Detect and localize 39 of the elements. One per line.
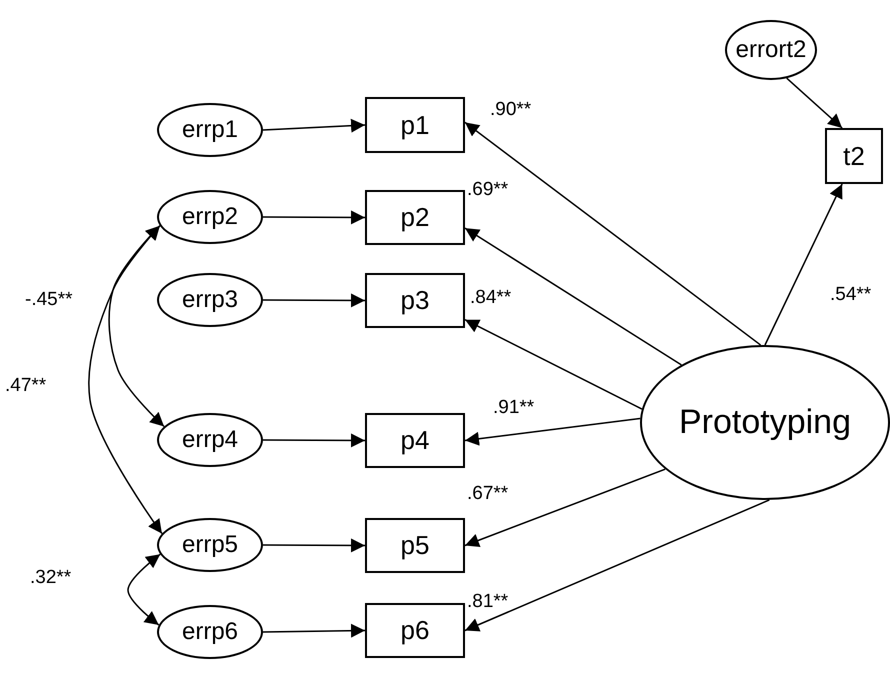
observed-variable-box (825, 128, 883, 184)
arrow (464, 228, 682, 366)
variable-name: p2 (400, 202, 430, 233)
variable-name: p6 (400, 615, 430, 646)
observed-variable-box (365, 603, 465, 658)
arrow (464, 499, 770, 632)
arrow (127, 554, 161, 626)
arrow (108, 225, 165, 428)
arrow (262, 624, 366, 638)
arrow (464, 319, 642, 410)
arrow (464, 122, 762, 346)
variable-name: Prototyping (679, 403, 851, 442)
observed-variable-box (365, 518, 465, 573)
variable-name: errp2 (182, 203, 238, 231)
observed-variable-box (365, 190, 465, 245)
arrow (464, 468, 666, 548)
variable-name: p5 (400, 530, 430, 561)
arrow (786, 78, 843, 129)
arrow (262, 118, 366, 133)
arrow (263, 433, 365, 448)
variable-name: errp6 (182, 618, 238, 646)
variable-name: errp5 (182, 531, 238, 559)
arrow (88, 225, 163, 534)
variable-name: errp4 (182, 426, 238, 454)
variable-name: t2 (843, 140, 865, 172)
variable-name: p3 (400, 285, 430, 316)
arrow (263, 293, 365, 308)
variable-name: p4 (400, 425, 430, 456)
variable-name: errp3 (182, 286, 238, 314)
observed-variable-box (365, 273, 465, 328)
arrow (263, 210, 365, 224)
variable-name: errp1 (182, 116, 238, 144)
observed-variable-box (365, 97, 465, 153)
variable-name: p1 (400, 110, 430, 140)
arrow (263, 538, 365, 552)
arrow (764, 184, 843, 346)
arrow (464, 418, 640, 446)
variable-name: errort2 (736, 36, 806, 64)
observed-variable-box (365, 413, 465, 468)
